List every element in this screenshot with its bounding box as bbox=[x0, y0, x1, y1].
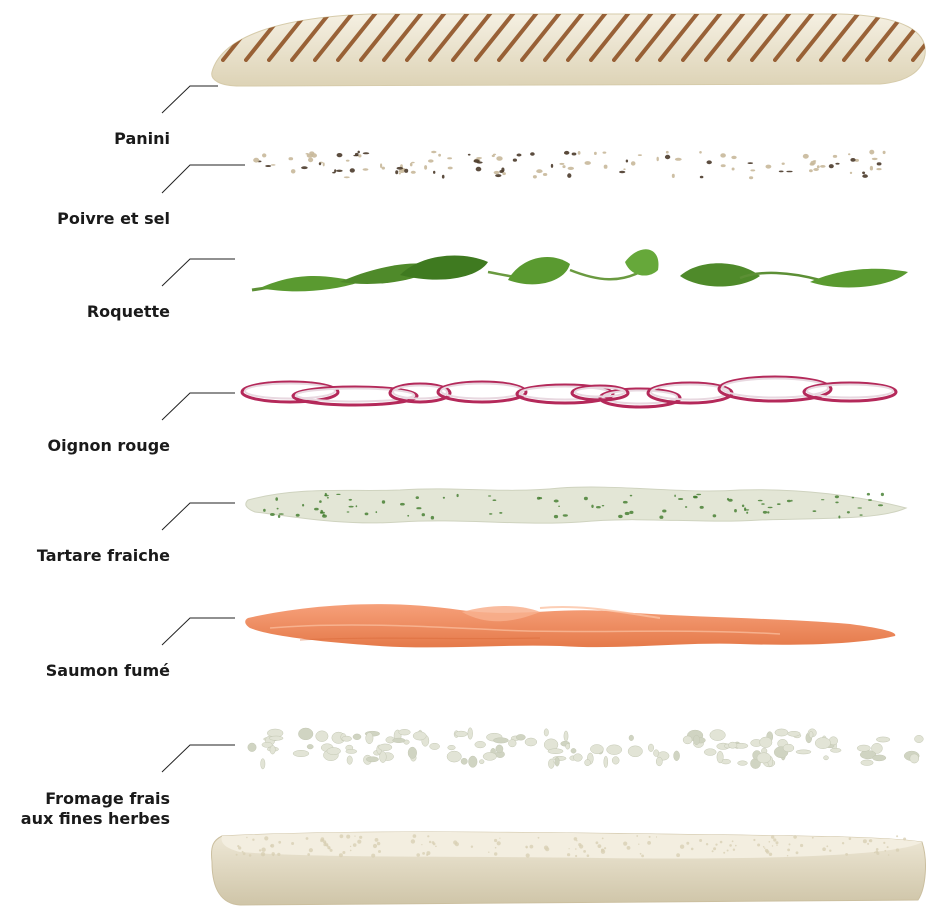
label-oignon-line1: Oignon rouge bbox=[48, 436, 170, 456]
tartare-fraiche-image bbox=[246, 487, 906, 523]
label-saumon-fume: Saumon fumé bbox=[46, 661, 170, 681]
label-tartare-line1: Tartare fraiche bbox=[37, 546, 170, 566]
leader-line-saumon bbox=[162, 618, 235, 645]
label-fromage-frais: Fromage frais aux fines herbes bbox=[21, 789, 170, 829]
leader-line-fromage bbox=[162, 745, 235, 772]
poivre-sel-image bbox=[253, 150, 885, 180]
label-poivre-sel: Poivre et sel bbox=[57, 209, 170, 229]
roquette-image bbox=[252, 249, 908, 291]
label-roquette: Roquette bbox=[87, 302, 170, 322]
leader-line-tartare bbox=[162, 503, 235, 530]
label-roquette-line1: Roquette bbox=[87, 302, 170, 322]
leader-line-poivre-sel bbox=[162, 165, 245, 193]
oignon-rouge-image bbox=[242, 377, 896, 407]
label-panini-line1: Panini bbox=[114, 129, 170, 149]
label-saumon-line1: Saumon fumé bbox=[46, 661, 170, 681]
leader-lines bbox=[162, 86, 245, 772]
label-fromage-line1: Fromage frais bbox=[21, 789, 170, 809]
saumon-fume-image bbox=[245, 604, 895, 647]
panini-bottom-image bbox=[211, 832, 925, 905]
leader-line-panini bbox=[162, 86, 218, 113]
label-tartare-fraiche: Tartare fraiche bbox=[37, 546, 170, 566]
leader-line-roquette bbox=[162, 259, 235, 286]
label-oignon-rouge: Oignon rouge bbox=[48, 436, 170, 456]
panini-top-image bbox=[200, 10, 930, 86]
fromage-frais-image bbox=[248, 728, 924, 769]
label-panini: Panini bbox=[114, 129, 170, 149]
label-poivre-sel-line1: Poivre et sel bbox=[57, 209, 170, 229]
label-fromage-line2: aux fines herbes bbox=[21, 809, 170, 829]
leader-line-oignon bbox=[162, 393, 235, 420]
